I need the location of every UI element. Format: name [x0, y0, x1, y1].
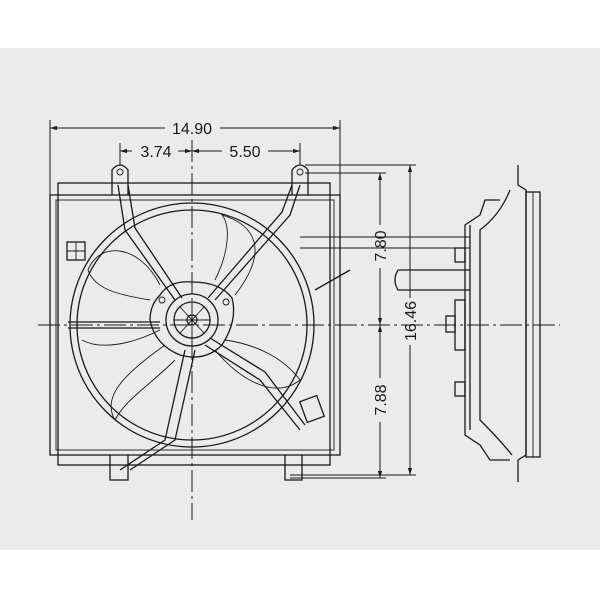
drawing-background: [0, 48, 600, 550]
fan-ring-outer: [69, 202, 315, 448]
dimensions: 14.90 3.74 5.50 7.80 7.88 16.46: [49, 120, 420, 479]
dim-upper-height: 7.80: [373, 230, 390, 261]
motor-housing: [149, 281, 235, 358]
front-view: [49, 164, 351, 481]
dim-lower-height: 7.88: [373, 384, 390, 415]
dim-right-offset: 5.50: [229, 144, 260, 161]
motor-connector: [298, 394, 326, 424]
dim-left-offset: 3.74: [140, 144, 171, 161]
shroud-outer: [57, 182, 331, 466]
side-view: [300, 165, 541, 482]
dim-overall-width: 14.90: [172, 121, 212, 138]
dim-overall-height: 16.46: [403, 301, 420, 341]
fan-ring-inner: [76, 209, 308, 441]
radiator-frame: [49, 194, 341, 456]
